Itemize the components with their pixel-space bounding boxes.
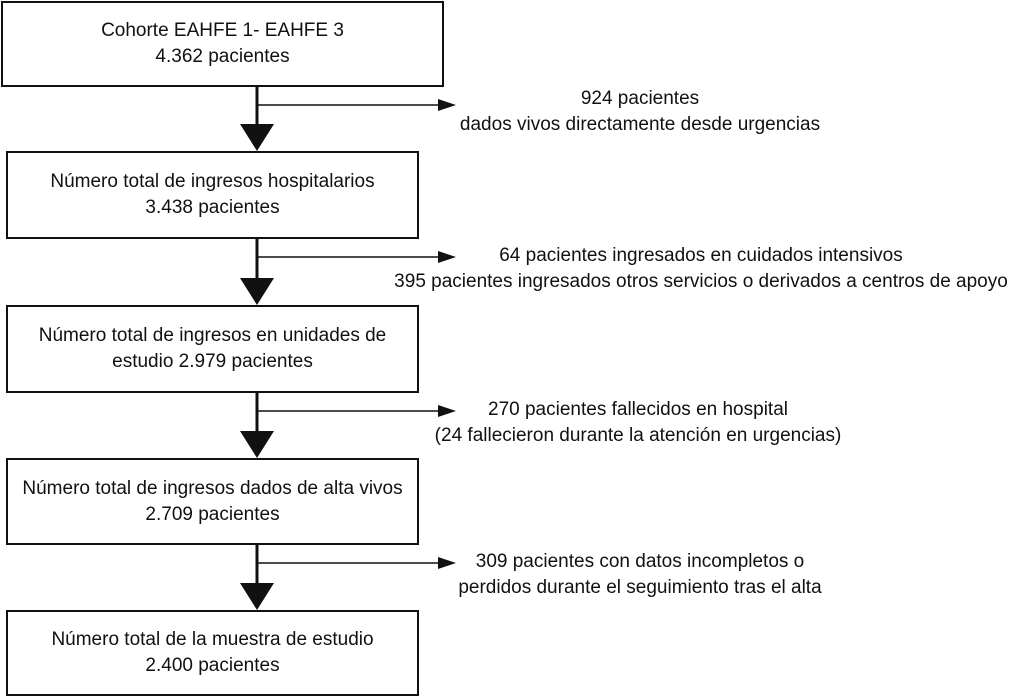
- exclusion-note-1: 924 pacientes dados vivos directamente d…: [460, 86, 820, 138]
- main-arrowhead-3: [240, 431, 274, 458]
- box-study-units: Número total de ingresos en unidades de …: [6, 305, 419, 393]
- exclusion-note-1-line1: 924 pacientes: [580, 88, 700, 109]
- box-discharged-alive-line1: Número total de ingresos dados de alta v…: [22, 477, 403, 499]
- exclusion-note-1-line2: dados vivos directamente desde urgencias: [459, 114, 821, 135]
- exclusion-arrowhead-1: [438, 99, 456, 111]
- box-discharged-alive-line2: 2.709 pacientes: [145, 503, 280, 525]
- box-hospital-admissions-line2: 3.438 pacientes: [145, 197, 280, 218]
- box-discharged-alive: Número total de ingresos dados de alta v…: [6, 458, 419, 545]
- box-study-units-line2: estudio 2.979 pacientes: [112, 351, 313, 372]
- exclusion-note-2-line2: 395 pacientes ingresados otros servicios…: [394, 271, 1008, 292]
- box-cohort-line2: 4.362 pacientes: [155, 46, 290, 67]
- exclusion-note-3-line1: 270 pacientes fallecidos en hospital: [488, 399, 788, 420]
- exclusion-arrowhead-2: [438, 251, 456, 263]
- box-hospital-admissions: Número total de ingresos hospitalarios 3…: [6, 151, 419, 239]
- exclusion-note-2-line1: 64 pacientes ingresados en cuidados inte…: [499, 245, 903, 266]
- exclusion-note-4-line2: perdidos durante el seguimiento tras el …: [458, 577, 822, 598]
- exclusion-note-4-line1: 309 pacientes con datos incompletos o: [475, 551, 805, 572]
- box-hospital-admissions-line1: Número total de ingresos hospitalarios: [50, 171, 375, 192]
- main-arrowhead-1: [240, 124, 274, 151]
- main-arrowhead-4: [240, 583, 274, 610]
- exclusion-note-4: 309 pacientes con datos incompletos o pe…: [458, 549, 821, 601]
- box-cohort-line1: Cohorte EAHFE 1- EAHFE 3: [101, 20, 344, 41]
- exclusion-note-3-line2: (24 fallecieron durante la atención en u…: [434, 425, 842, 446]
- main-arrowhead-2: [240, 278, 274, 305]
- exclusion-arrowhead-4: [438, 557, 456, 569]
- box-study-units-line1: Número total de ingresos en unidades de: [38, 325, 387, 346]
- box-study-sample-line1: Número total de la muestra de estudio: [51, 629, 374, 650]
- exclusion-arrowhead-3: [438, 405, 456, 417]
- box-study-sample: Número total de la muestra de estudio 2.…: [6, 610, 419, 696]
- exclusion-note-2: 64 pacientes ingresados en cuidados inte…: [394, 243, 1008, 295]
- box-study-sample-line2: 2.400 pacientes: [145, 655, 280, 676]
- box-cohort: Cohorte EAHFE 1- EAHFE 3 4.362 pacientes: [1, 1, 444, 87]
- exclusion-note-3: 270 pacientes fallecidos en hospital (24…: [435, 397, 842, 449]
